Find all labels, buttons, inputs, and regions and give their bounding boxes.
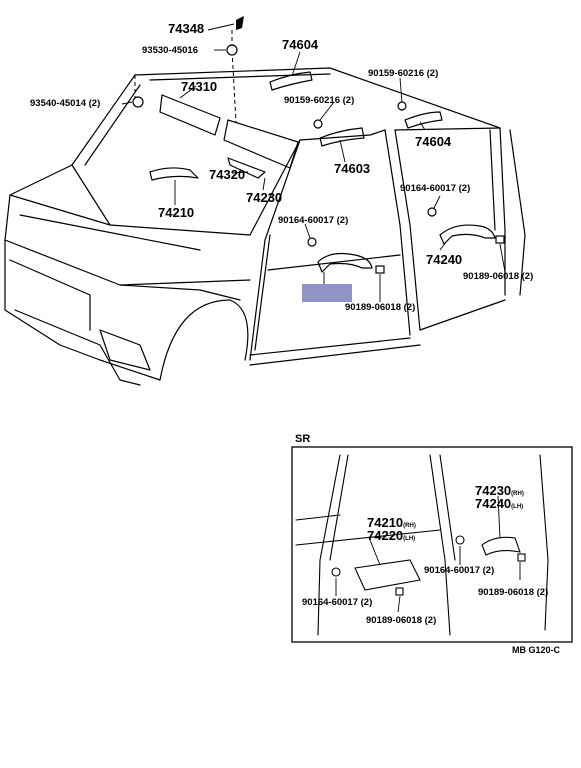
sun-visor-right xyxy=(223,119,299,169)
fender-top xyxy=(119,284,241,301)
rear-bottom xyxy=(419,299,506,331)
label-74320: 74320 xyxy=(209,167,246,182)
visor-bracket xyxy=(227,157,266,179)
grille xyxy=(9,259,91,331)
label-90164-60017-left: 90164-60017 (2) xyxy=(278,215,349,226)
inset-door-top xyxy=(295,514,341,521)
wheel-arch xyxy=(159,299,249,381)
door-front-edge xyxy=(254,234,271,351)
grip-74604-top xyxy=(269,71,313,91)
clip-90189-r xyxy=(495,235,505,244)
inset-label-74210: 74210(RH) xyxy=(367,515,416,530)
clip-90159-mid xyxy=(313,119,323,129)
rear-top xyxy=(394,127,501,131)
highlighted-part xyxy=(302,284,352,302)
inset-grip-left xyxy=(354,559,421,591)
diagram-code: MB G120-C xyxy=(512,645,561,655)
sun-visor-left xyxy=(159,94,221,136)
door-sill xyxy=(249,344,421,366)
inset-clip-l xyxy=(331,567,341,577)
windshield-inner xyxy=(84,84,141,166)
clip-90159-top xyxy=(397,101,407,111)
door-top xyxy=(299,129,386,141)
hood-line-2 xyxy=(19,214,201,251)
clip-90164-l xyxy=(307,237,317,247)
inset-clip-r xyxy=(455,535,465,545)
inset-label-90164-60017-right: 90164-60017 (2) xyxy=(424,565,495,576)
label-93530-45016: 93530-45016 xyxy=(142,45,198,56)
screw-93540 xyxy=(132,96,144,108)
screw-93530 xyxy=(226,44,238,56)
clip-90164-r xyxy=(427,207,437,217)
c-pillar-2 xyxy=(489,129,496,231)
clip-90189-l xyxy=(375,265,385,274)
inset-pillar-2 xyxy=(329,454,349,561)
inset-label-74220: 74220(LH) xyxy=(367,528,416,543)
label-74230: 74230 xyxy=(246,190,283,205)
door-trim xyxy=(267,254,401,271)
inset-pillar-4 xyxy=(439,454,456,561)
roof-outline xyxy=(134,67,501,129)
inset-grip-right xyxy=(481,536,521,556)
grip-74240 xyxy=(439,224,496,245)
door-bottom xyxy=(249,337,411,356)
bumper xyxy=(14,309,141,386)
inset-label-90164-60017-left: 90164-60017 (2) xyxy=(302,597,373,608)
inset-title: SR xyxy=(295,433,311,445)
inset-label-74230: 74230(RH) xyxy=(475,483,524,498)
inset-pillar-3 xyxy=(429,454,451,636)
label-90164-60017-right: 90164-60017 (2) xyxy=(400,183,471,194)
hook-74348 xyxy=(236,16,244,30)
assist-grip-74210 xyxy=(149,167,199,181)
hood-line xyxy=(9,194,111,226)
roof-line-2 xyxy=(149,73,331,81)
label-90159-60216-top: 90159-60216 (2) xyxy=(368,68,439,79)
a-pillar xyxy=(249,139,301,361)
inset-clip-90189-l xyxy=(395,587,404,596)
grip-center xyxy=(317,252,373,273)
inset-pillar-1 xyxy=(317,454,341,636)
inset-label-90189-06018-right: 90189-06018 (2) xyxy=(478,587,549,598)
hood xyxy=(4,164,251,286)
sr-inset-frame xyxy=(291,446,573,643)
c-pillar xyxy=(499,127,506,296)
front xyxy=(4,239,161,381)
label-74210: 74210 xyxy=(158,205,195,220)
label-74604-top: 74604 xyxy=(282,37,319,52)
grip-74604-right xyxy=(404,111,443,129)
label-74604-right: 74604 xyxy=(415,134,452,149)
label-74310: 74310 xyxy=(181,79,218,94)
label-90189-06018-left: 90189-06018 (2) xyxy=(345,302,416,313)
inset-clip-90189-r xyxy=(517,553,526,562)
label-90189-06018-right: 90189-06018 (2) xyxy=(463,271,534,282)
rear-edge xyxy=(509,129,526,296)
inset-label-90189-06018-left: 90189-06018 (2) xyxy=(366,615,437,626)
headlight xyxy=(99,329,151,371)
label-74348: 74348 xyxy=(168,21,205,36)
label-90159-60216-mid: 90159-60216 (2) xyxy=(284,95,355,106)
b-pillar-r xyxy=(394,129,421,331)
inset-door-line xyxy=(295,529,441,546)
label-74240: 74240 xyxy=(426,252,463,267)
dash-93530 xyxy=(231,30,237,123)
label-74603: 74603 xyxy=(334,161,371,176)
b-pillar-l xyxy=(384,129,411,336)
inset-label-74240: 74240(LH) xyxy=(475,496,524,511)
grip-74603 xyxy=(319,127,365,147)
label-93540-45014: 93540-45014 (2) xyxy=(30,98,101,109)
inset-pillar-5 xyxy=(539,454,549,631)
